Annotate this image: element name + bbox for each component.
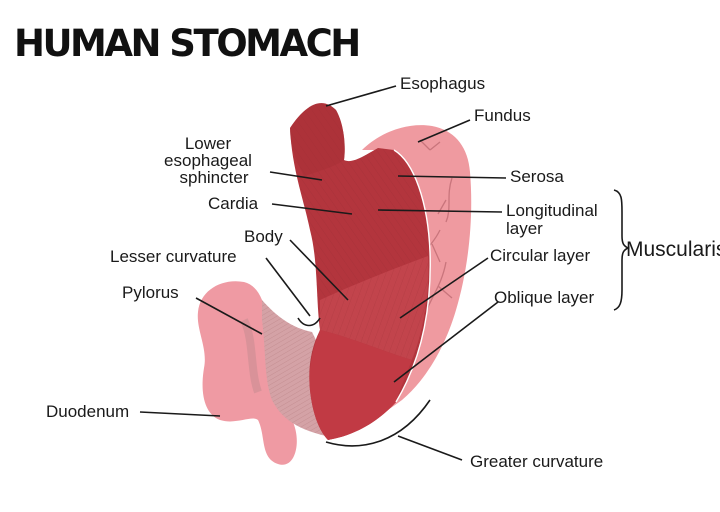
oblique-layer (309, 330, 412, 440)
label-longitudinal-line1: Longitudinal (506, 201, 598, 220)
serosa-line (393, 149, 431, 403)
label-cardia: Cardia (208, 194, 259, 213)
label-pylorus: Pylorus (122, 283, 179, 302)
leader-lines (139, 85, 507, 461)
serosa-layer (360, 125, 472, 428)
label-les-line2: esophageal (164, 151, 252, 170)
label-circular-layer: Circular layer (490, 246, 590, 265)
duodenum-shape (197, 281, 297, 465)
label-esophagus: Esophagus (400, 74, 485, 93)
label-les-line3: sphincter (180, 168, 249, 187)
label-body: Body (244, 227, 283, 246)
label-oblique-layer: Oblique layer (494, 288, 595, 307)
esophagus-shape (290, 103, 345, 176)
label-longitudinal-line2: layer (506, 219, 543, 238)
label-duodenum: Duodenum (46, 402, 129, 421)
muscularis-bracket (613, 189, 630, 311)
label-serosa: Serosa (510, 167, 564, 186)
label-muscularis: Muscularis (626, 238, 720, 261)
diagram-title: HUMAN STOMACH (14, 22, 359, 65)
greater-curvature-arc (325, 399, 431, 447)
label-lesser-curvature: Lesser curvature (110, 247, 237, 266)
label-les-line1: Lower (185, 134, 232, 153)
label-greater-curvature: Greater curvature (470, 452, 603, 471)
label-fundus: Fundus (474, 106, 531, 125)
lesser-curvature-arc (297, 317, 321, 327)
